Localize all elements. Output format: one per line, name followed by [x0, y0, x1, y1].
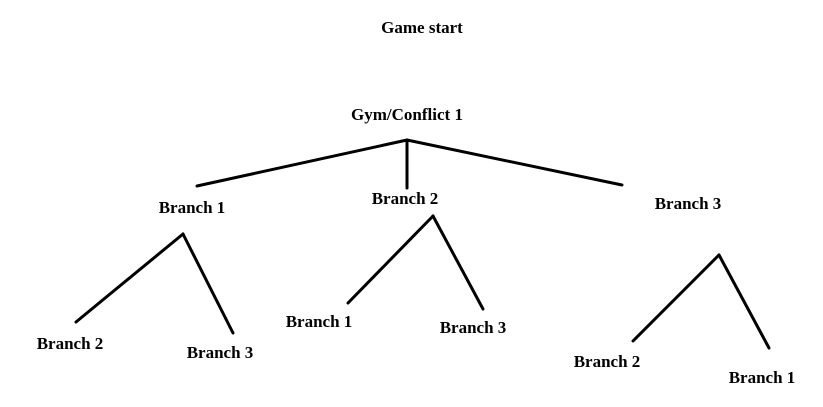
- edge-branch3-child1: [631, 253, 721, 343]
- node-branch1: Branch 1: [158, 198, 226, 217]
- node-branch1-child2: Branch 3: [186, 343, 254, 362]
- edge-branch3-child2: [717, 253, 771, 350]
- node-branch1-child1: Branch 2: [36, 334, 104, 353]
- node-branch3-child1: Branch 2: [573, 352, 641, 371]
- node-branch2: Branch 2: [371, 189, 439, 208]
- edge-branch1-child2: [181, 232, 235, 335]
- edge-branch2-child1: [346, 214, 435, 305]
- node-branch2-child2: Branch 3: [439, 318, 507, 337]
- node-branch3-child2: Branch 1: [728, 368, 796, 387]
- node-branch3: Branch 3: [654, 194, 722, 213]
- diagram-title: Game start: [381, 18, 463, 37]
- node-branch2-child1: Branch 1: [285, 312, 353, 331]
- edge-branch1-child1: [74, 232, 185, 324]
- edge-root-branch1: [195, 138, 409, 188]
- node-root: Gym/Conflict 1: [351, 105, 463, 124]
- edge-branch2-child2: [431, 214, 485, 311]
- edge-root-branch3: [405, 138, 624, 187]
